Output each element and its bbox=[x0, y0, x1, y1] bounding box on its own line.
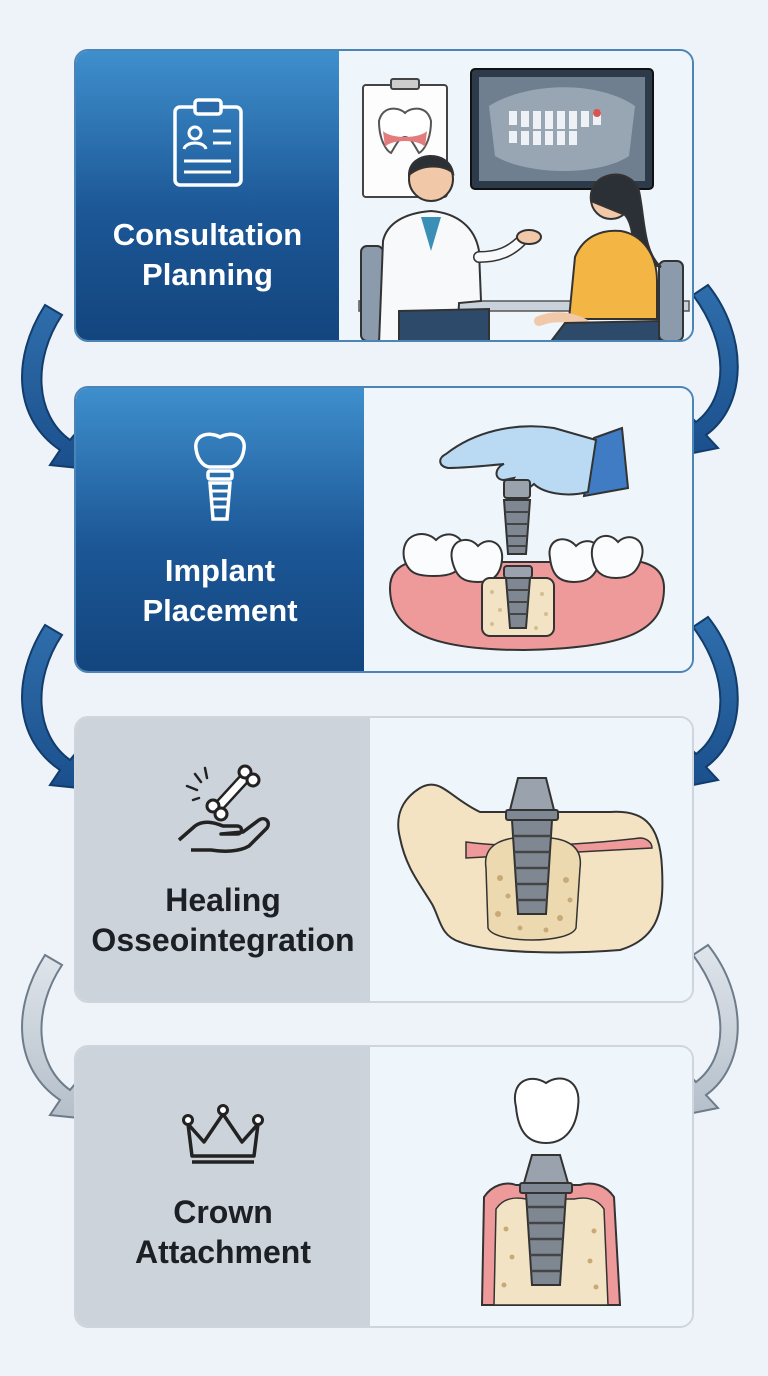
step-title-line-2: Planning bbox=[142, 256, 273, 292]
step-title-line-2: Osseointegration bbox=[91, 921, 355, 958]
step-title-line-1: Implant bbox=[164, 552, 276, 588]
step-label-panel: Healing Osseointegration bbox=[76, 718, 370, 1001]
step-card-consultation: Consultation Planning bbox=[74, 49, 694, 342]
step-title-line-2: Placement bbox=[142, 592, 298, 628]
step-title-line-1: Consultation bbox=[112, 216, 303, 252]
healing-illustration bbox=[370, 718, 692, 1001]
step-label-panel: Implant Placement bbox=[76, 388, 364, 671]
crown-icon bbox=[178, 1102, 268, 1166]
clipboard-icon bbox=[171, 97, 245, 189]
step-card-placement: Implant Placement bbox=[74, 386, 694, 673]
step-title-line-2: Attachment bbox=[134, 1233, 311, 1270]
consultation-illustration bbox=[339, 51, 692, 340]
implant-tooth-icon bbox=[190, 429, 250, 525]
step-label-panel: Crown Attachment bbox=[76, 1047, 370, 1326]
placement-illustration bbox=[364, 388, 692, 671]
healing-hand-bone-icon bbox=[173, 760, 273, 856]
step-card-healing: Healing Osseointegration bbox=[74, 716, 694, 1003]
step-title-line-1: Crown bbox=[173, 1193, 273, 1230]
step-card-crown: Crown Attachment bbox=[74, 1045, 694, 1328]
step-title-line-1: Healing bbox=[165, 881, 281, 918]
crown-illustration bbox=[370, 1047, 692, 1326]
step-label-panel: Consultation Planning bbox=[76, 51, 339, 340]
